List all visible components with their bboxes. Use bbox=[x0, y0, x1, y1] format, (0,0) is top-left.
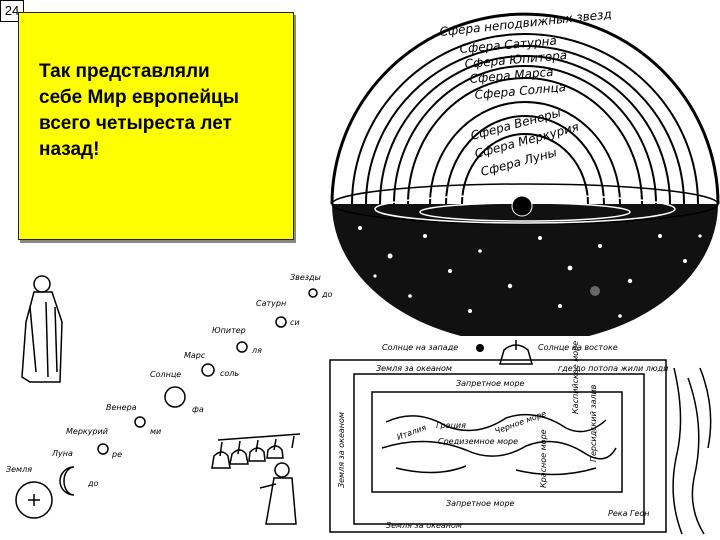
map-label-mediterranean: Средиземное море bbox=[438, 437, 518, 446]
planet-label-mercury: Меркурий bbox=[66, 427, 108, 436]
celestial-harmony-illustration: Звезды до Сатурн си Юпитер ля Марс соль … bbox=[6, 273, 333, 525]
caption-text: Так представляли себе Мир европейцы всег… bbox=[39, 61, 239, 160]
caption-callout: Так представляли себе Мир европейцы всег… bbox=[18, 12, 294, 240]
note-label-mercury: ре bbox=[111, 450, 122, 459]
map-label-land-bottom: Земля за океаном bbox=[386, 521, 462, 530]
map-label-river: Река Геон bbox=[608, 509, 650, 518]
map-label-sea-top: Запретное море bbox=[456, 379, 525, 388]
planet-label-earth: Земля bbox=[6, 465, 32, 474]
planet-label-jupiter: Юпитер bbox=[212, 326, 246, 335]
map-label-italy: Италия bbox=[396, 423, 428, 442]
map-label-land-left: Земля за океаном bbox=[337, 412, 346, 488]
muse-figure-icon bbox=[21, 275, 63, 383]
note-label-moon: до bbox=[87, 479, 99, 488]
bells-icon bbox=[211, 433, 301, 469]
note-label-mars: соль bbox=[220, 369, 239, 378]
planet-label-moon: Луна bbox=[51, 449, 73, 458]
planet-label-stars: Звезды bbox=[290, 273, 321, 282]
map-label-sun-west: Солнце на западе bbox=[382, 343, 458, 352]
planet-label-sun: Солнце bbox=[150, 370, 181, 379]
map-label-greece: Греция bbox=[436, 421, 466, 430]
map-label-caspian: Каспийское море bbox=[571, 341, 580, 414]
map-label-flood: где до потопа жили люди bbox=[558, 364, 668, 373]
flat-earth-map-illustration: Солнце на западе Солнце на востоке Земля… bbox=[329, 340, 712, 535]
slide-number: 24 bbox=[0, 0, 24, 22]
planet-label-saturn: Сатурн bbox=[256, 299, 286, 308]
map-label-land-top: Земля за океаном bbox=[376, 364, 452, 373]
map-label-red-sea: Красное море bbox=[539, 429, 548, 488]
note-label-sun: фа bbox=[192, 405, 204, 414]
map-label-sea-bottom: Запретное море bbox=[446, 499, 515, 508]
map-label-persian: Персидский залив bbox=[589, 384, 598, 462]
map-label-sun-east: Солнце на востоке bbox=[538, 343, 618, 352]
note-label-jupiter: ля bbox=[251, 346, 262, 355]
planet-label-venus: Венера bbox=[106, 403, 137, 412]
note-label-venus: ми bbox=[150, 427, 161, 436]
geocentric-spheres-illustration: Сфера неподвижных звезд Сфера Сатурна Сф… bbox=[330, 7, 720, 336]
note-label-stars: до bbox=[321, 290, 333, 299]
planet-label-mars: Марс bbox=[184, 351, 206, 360]
note-label-saturn: си bbox=[290, 318, 300, 327]
sage-figure-icon bbox=[259, 462, 297, 525]
